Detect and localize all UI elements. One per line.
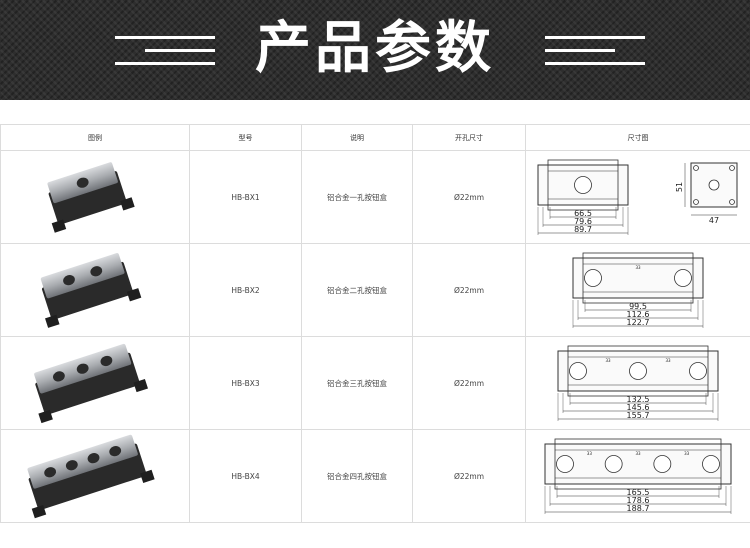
description-cell: 铝合金二孔按钮盒 — [301, 243, 413, 337]
dimension-label: 132.5 — [627, 395, 650, 404]
dimension-label: 89.7 — [574, 225, 592, 234]
product-photo — [27, 434, 155, 519]
decor-lines-right — [545, 36, 645, 72]
dimension-label: 112.6 — [627, 310, 650, 319]
hole-size-cell: Ø22mm — [412, 429, 526, 523]
dimension-label: 99.5 — [629, 302, 647, 311]
side-width-label: 47 — [709, 216, 719, 225]
product-photo — [47, 162, 135, 233]
hole-spacing-label: 33 — [635, 451, 641, 456]
header-hole-size: 开孔尺寸 — [412, 124, 526, 151]
hole-spacing-label: 33 — [587, 451, 593, 456]
model-cell: HB-BX2 — [189, 243, 302, 337]
dimension-drawing: 66.579.689.7 51 47 — [537, 159, 738, 235]
hole-size-cell: Ø22mm — [412, 336, 526, 430]
description-cell: 铝合金三孔按钮盒 — [301, 336, 413, 430]
model-cell: HB-BX3 — [189, 336, 302, 430]
decor-lines-left — [115, 36, 215, 72]
hole-spacing-label: 33 — [665, 358, 671, 363]
dimension-label: 66.5 — [574, 209, 592, 218]
hole-spacing-label: 33 — [635, 265, 641, 270]
product-image-cell — [0, 150, 190, 244]
product-photo — [40, 253, 142, 328]
header-banner: 产品参数 — [0, 0, 750, 100]
dimension-label: 122.7 — [627, 318, 650, 327]
hole-size-cell: Ø22mm — [412, 243, 526, 337]
side-height-label: 51 — [675, 182, 684, 192]
dimension-label: 155.7 — [627, 411, 650, 420]
product-photo — [34, 343, 148, 424]
hole-size-cell: Ø22mm — [412, 150, 526, 244]
description-cell: 铝合金一孔按钮盒 — [301, 150, 413, 244]
hole-spacing-label: 33 — [684, 451, 690, 456]
product-image-cell — [0, 429, 190, 523]
product-image-cell — [0, 243, 190, 337]
header-dimension-drawing: 尺寸图 — [525, 124, 750, 151]
dimension-label: 79.6 — [574, 217, 592, 226]
model-cell: HB-BX1 — [189, 150, 302, 244]
product-image-cell — [0, 336, 190, 430]
header-description: 说明 — [301, 124, 413, 151]
model-cell: HB-BX4 — [189, 429, 302, 523]
dimension-label: 178.6 — [627, 496, 650, 505]
table-header-row: 图例 型号 说明 开孔尺寸 尺寸图 — [0, 124, 750, 151]
header-image: 图例 — [0, 124, 190, 151]
dimension-label: 165.5 — [627, 488, 650, 497]
page-title: 产品参数 — [255, 16, 495, 81]
hole-spacing-label: 33 — [605, 358, 611, 363]
header-model: 型号 — [189, 124, 302, 151]
dimension-label: 188.7 — [627, 504, 650, 513]
description-cell: 铝合金四孔按钮盒 — [301, 429, 413, 523]
dimension-label: 145.6 — [627, 403, 650, 412]
